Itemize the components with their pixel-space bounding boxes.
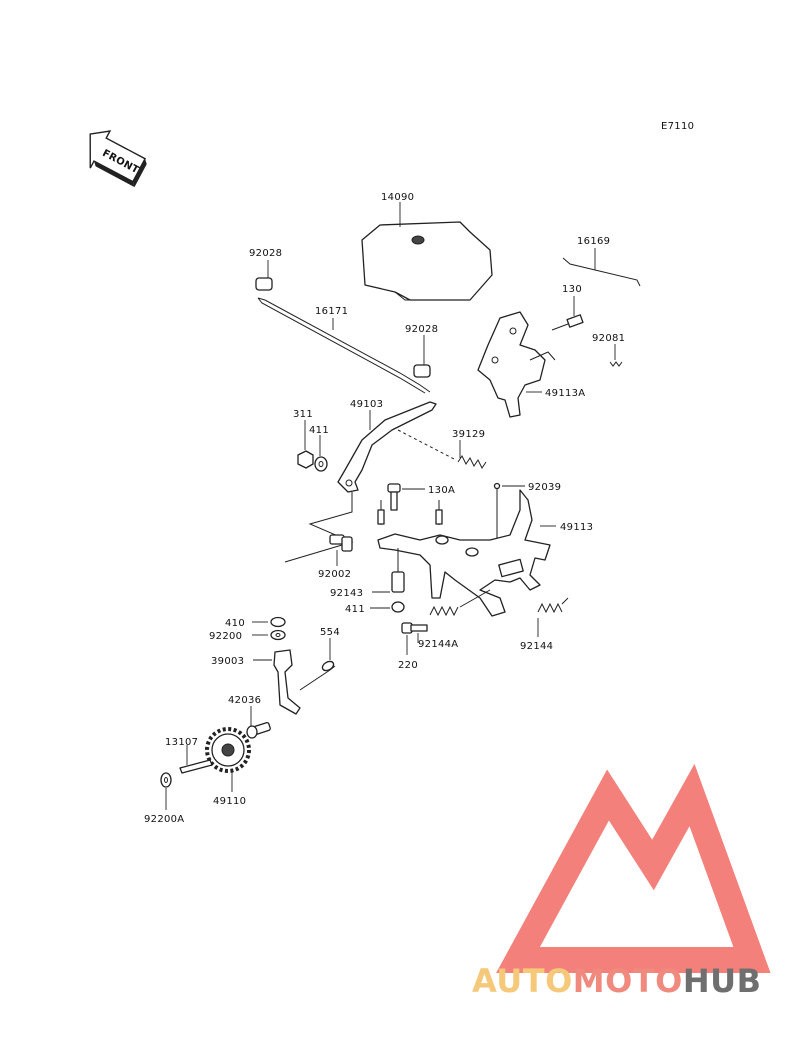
part-pin-554: 554: [299, 627, 340, 691]
label-130A: 130A: [428, 485, 455, 496]
label-49103: 49103: [350, 399, 383, 410]
label-92144A: 92144A: [418, 639, 458, 650]
part-nut-311: 311: [293, 409, 314, 469]
part-clip-92028-middle: 92028: [405, 324, 438, 378]
part-washer-92200: 92200: [209, 629, 286, 642]
part-arm-39003: 39003: [211, 649, 301, 715]
watermark-auto: AUTO: [472, 962, 573, 1000]
part-bolt-130A: 130A: [377, 483, 455, 525]
label-42036: 42036: [228, 695, 261, 706]
label-554: 554: [320, 627, 340, 638]
part-bracket-49113: 49113: [377, 489, 593, 617]
label-49113: 49113: [560, 522, 593, 533]
label-92002: 92002: [318, 569, 351, 580]
part-clip-92028-upper: 92028: [249, 248, 282, 291]
part-cable-16171: 16171: [257, 297, 431, 394]
front-arrow-icon: FRONT: [89, 130, 147, 188]
part-spring-92081: 92081: [592, 333, 625, 367]
part-spring-92144: 92144: [520, 597, 569, 652]
part-spring-39129: 39129: [397, 429, 487, 469]
part-lever-49103: 49103: [337, 399, 437, 493]
label-92200: 92200: [209, 631, 242, 642]
part-bolt-130: 130: [551, 284, 584, 331]
label-49113A: 49113A: [545, 388, 585, 399]
label-311: 311: [293, 409, 313, 420]
label-92081: 92081: [592, 333, 625, 344]
part-washer-92200A: 92200A: [144, 772, 184, 825]
label-92028-middle: 92028: [405, 324, 438, 335]
label-92144: 92144: [520, 641, 553, 652]
label-92200A: 92200A: [144, 814, 184, 825]
watermark-hub: HUB: [682, 962, 762, 1000]
label-16171: 16171: [315, 306, 348, 317]
label-92028-upper: 92028: [249, 248, 282, 259]
label-39003: 39003: [211, 656, 244, 667]
watermark-text: AUTOMOTOHUB: [472, 962, 762, 1000]
part-rod-16169: 16169: [562, 236, 641, 287]
label-411-lower: 411: [345, 604, 365, 615]
part-washer-411-upper: 411: [309, 425, 329, 472]
part-bolt-42036: 42036: [228, 695, 271, 739]
label-92143: 92143: [330, 588, 363, 599]
part-bolt-220: 220: [398, 622, 428, 671]
part-washer-411-lower: 411: [345, 601, 405, 615]
watermark-logo: [496, 763, 771, 973]
part-shaft-13107: 13107: [165, 737, 213, 774]
label-16169: 16169: [577, 236, 610, 247]
label-220: 220: [398, 660, 418, 671]
label-14090: 14090: [381, 192, 414, 203]
label-49110: 49110: [213, 796, 246, 807]
part-gear-49110: 49110: [205, 727, 251, 807]
part-bolt-92002: 92002: [318, 534, 353, 580]
label-410: 410: [225, 618, 245, 629]
part-spring-92144A: 92144A: [417, 589, 491, 650]
label-13107: 13107: [165, 737, 198, 748]
part-collar-92143: 92143: [330, 548, 405, 599]
label-39129: 39129: [452, 429, 485, 440]
part-cover-14090: 14090: [361, 192, 493, 301]
watermark-moto: MOTO: [572, 962, 683, 1000]
diagram-code: E7110: [661, 121, 694, 132]
label-411-upper: 411: [309, 425, 329, 436]
part-nut-410: 410: [225, 616, 286, 629]
label-130: 130: [562, 284, 582, 295]
part-bracket-49113A: 49113A: [477, 311, 585, 418]
label-92039: 92039: [528, 482, 561, 493]
